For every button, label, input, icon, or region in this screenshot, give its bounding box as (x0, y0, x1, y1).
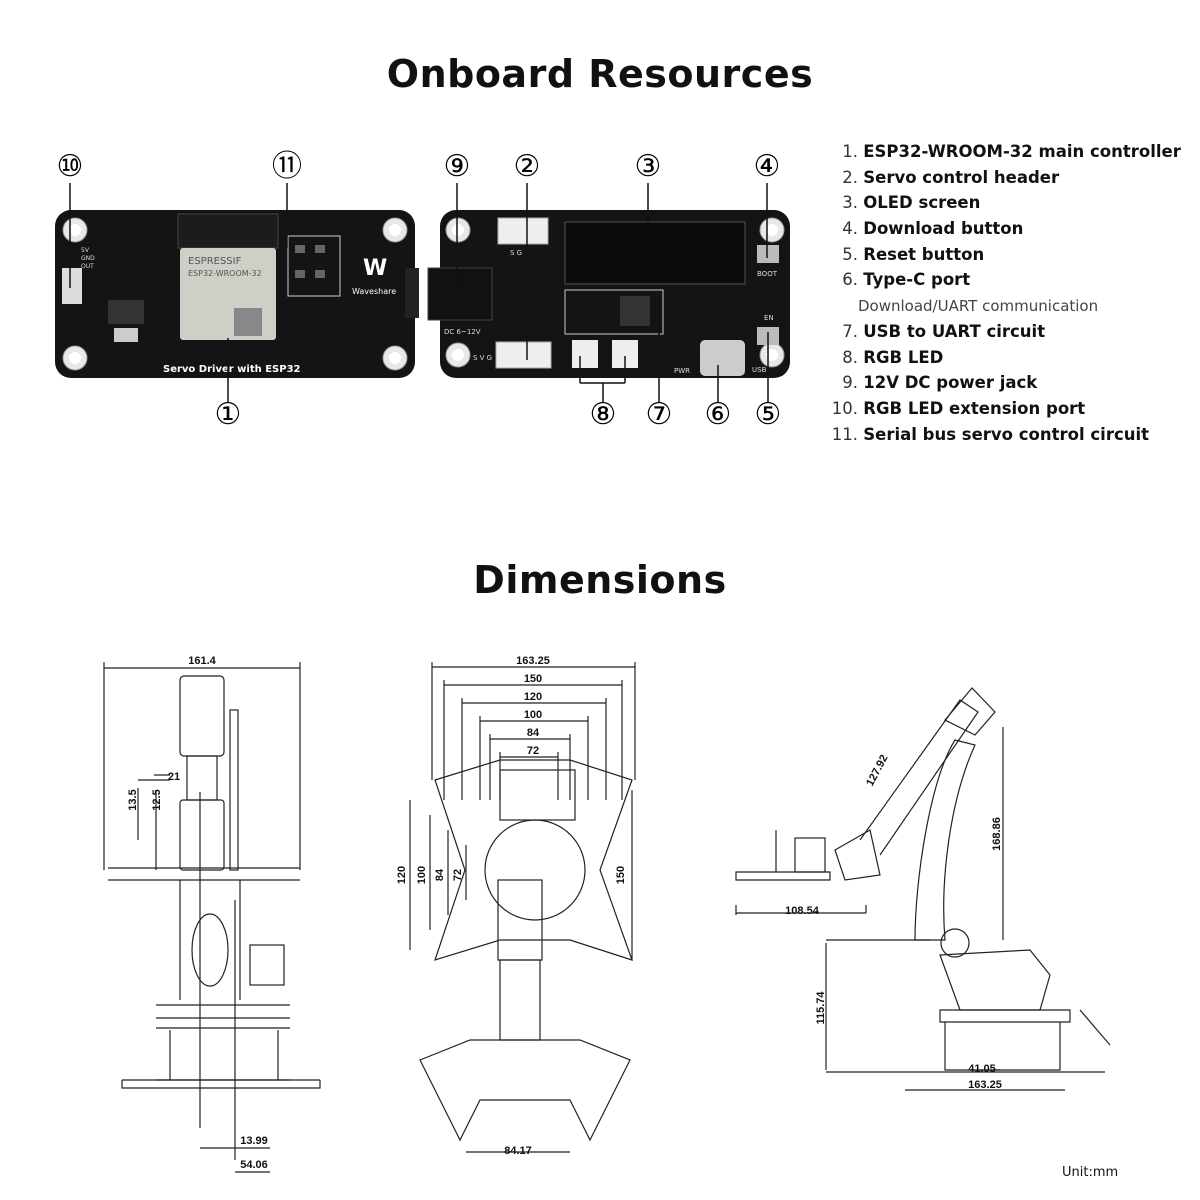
callout-10: ⑩ (57, 149, 84, 184)
list-item: 4. Download button (842, 219, 1024, 239)
label-usb: USB (752, 366, 767, 374)
list-item: 9. 12V DC power jack (842, 373, 1038, 393)
callouts: ① ② ③ ④ ⑤ ⑥ ⑦ ⑧ ⑨ ⑩ ⑪ (57, 149, 782, 432)
callout-3: ③ (635, 149, 662, 184)
dim-v-84: 84 (434, 868, 446, 881)
callout-2: ② (514, 149, 541, 184)
dim-13-5: 13.5 (127, 789, 139, 810)
side-view-drawing (735, 687, 1111, 1091)
label-svg: S V G (473, 354, 492, 362)
callout-8: ⑧ (590, 397, 617, 432)
callout-1: ① (215, 397, 242, 432)
list-item: 11. Serial bus servo control circuit (831, 424, 1150, 444)
callout-11: ⑪ (272, 149, 302, 184)
dim-v-120: 120 (396, 866, 408, 884)
board-back: DC 6~12V S G S V G BOOT EN PWR USB (427, 210, 790, 378)
pin-label-5v: 5V (81, 247, 90, 254)
servo-header-bottom (495, 341, 552, 369)
dim-100: 100 (524, 709, 542, 721)
board-silkscreen: Servo Driver with ESP32 (163, 364, 301, 375)
servo-header-top (497, 217, 549, 245)
type-c-port (700, 340, 745, 376)
callout-9: ⑨ (444, 149, 471, 184)
dim-163-25: 163.25 (516, 655, 550, 667)
label-sg: S G (510, 249, 522, 257)
oled-screen (564, 221, 746, 285)
label-dc: DC 6~12V (444, 328, 481, 336)
module-model: ESP32-WROOM-32 (188, 269, 262, 278)
list-item: 3. OLED screen (842, 193, 981, 213)
resources-list: 1. ESP32-WROOM-32 main controller 2. Ser… (828, 141, 1181, 449)
top-view-dimensions: 163.25 150 120 100 84 72 120 100 84 72 1… (396, 655, 627, 1157)
onboard-resources-title: Onboard Resources (386, 52, 814, 96)
dim-v-72: 72 (452, 869, 464, 881)
dim-21: 21 (168, 771, 180, 783)
dimensions-title: Dimensions (473, 558, 727, 602)
dim-v-100: 100 (416, 866, 428, 884)
pin-label-gnd: GND (81, 255, 95, 262)
dim-41-05: 41.05 (968, 1063, 996, 1075)
dim-115-74: 115.74 (815, 991, 827, 1025)
top-view-drawing (409, 662, 636, 1153)
waveshare-logo: W (363, 256, 387, 281)
dim-54-06: 54.06 (240, 1159, 268, 1171)
front-view-drawing (103, 662, 321, 1173)
dim-side-163-25: 163.25 (968, 1079, 1002, 1091)
dim-84: 84 (527, 727, 540, 739)
dim-168-86: 168.86 (991, 817, 1003, 851)
dim-v-150: 150 (615, 866, 627, 884)
callout-6: ⑥ (705, 397, 732, 432)
dim-12-5: 12.5 (151, 789, 163, 810)
label-pwr: PWR (674, 367, 690, 375)
dim-72: 72 (527, 745, 539, 757)
label-boot: BOOT (757, 270, 778, 278)
callout-4: ④ (754, 149, 781, 184)
dim-108-54: 108.54 (785, 905, 820, 917)
callout-5: ⑤ (755, 397, 782, 432)
list-item-sub: Download/UART communication (858, 297, 1099, 316)
callout-lines (69, 183, 769, 403)
list-item: 7. USB to UART circuit (842, 321, 1046, 341)
list-item: 2. Servo control header (842, 167, 1060, 187)
module-brand: ESPRESSIF (188, 256, 242, 267)
logo-text: Waveshare (352, 287, 396, 296)
dim-150: 150 (524, 673, 542, 685)
board-front: ESPRESSIF ESP32-WROOM-32 5V GND OUT W Wa… (55, 210, 419, 378)
list-item: 10. RGB LED extension port (831, 398, 1086, 418)
side-view-dimensions: 127.92 168.86 108.54 115.74 41.05 163.25 (785, 753, 1003, 1091)
dim-120: 120 (524, 691, 542, 703)
dim-13-99: 13.99 (240, 1135, 268, 1147)
list-item: 8. RGB LED (842, 347, 944, 367)
label-en: EN (764, 314, 774, 322)
front-view-dimensions: 161.4 21 13.5 12.5 13.99 54.06 (127, 655, 268, 1171)
dim-84-17: 84.17 (504, 1145, 532, 1157)
dim-127-92: 127.92 (864, 753, 890, 788)
dc-jack (427, 267, 493, 321)
list-item: 6. Type-C port (842, 270, 971, 290)
dim-161-4: 161.4 (188, 655, 216, 667)
callout-7: ⑦ (646, 397, 673, 432)
pin-label-out: OUT (81, 263, 94, 270)
unit-label: Unit:mm (1062, 1165, 1119, 1180)
list-item: 1. ESP32-WROOM-32 main controller (842, 142, 1181, 161)
list-item: 5. Reset button (842, 244, 985, 264)
